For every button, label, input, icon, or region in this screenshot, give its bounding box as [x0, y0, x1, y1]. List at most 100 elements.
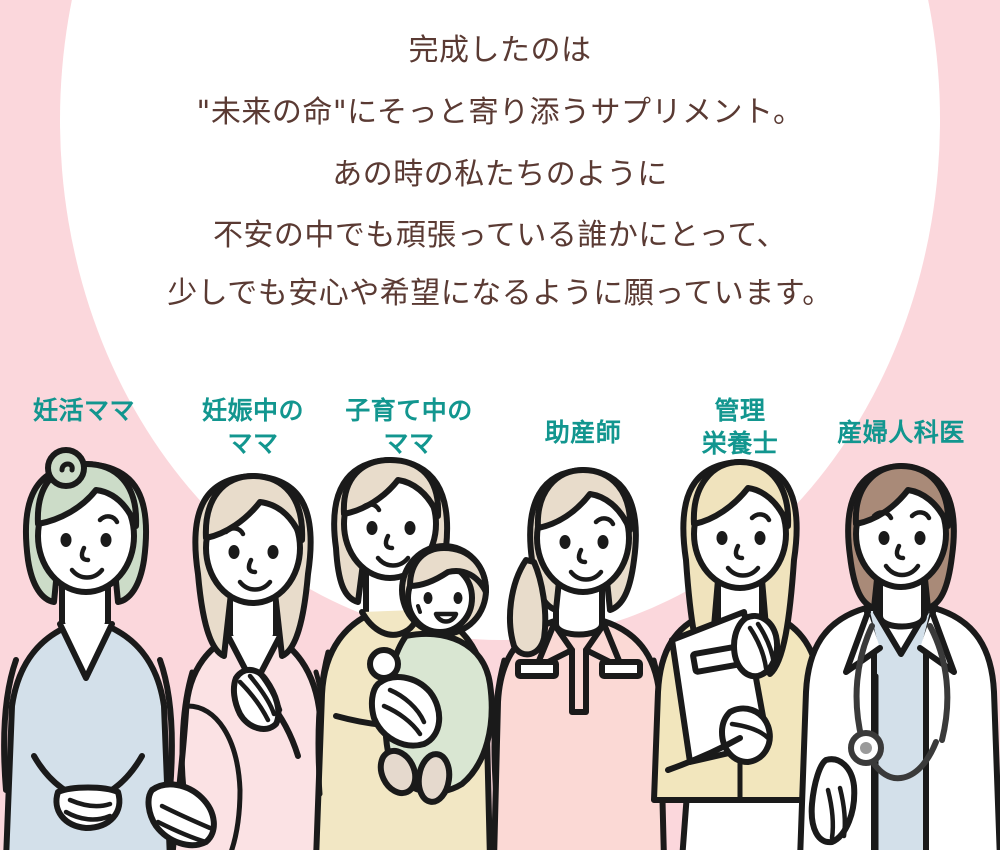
midwife-pocket-left — [515, 659, 559, 679]
midwife-brow — [593, 516, 616, 527]
katsu-mama-right-eye — [100, 533, 112, 547]
baby-foot-left — [377, 747, 419, 797]
katsu-mama-hair-bun — [45, 447, 87, 489]
midwife-ponytail — [507, 557, 549, 658]
baby — [367, 543, 495, 805]
pregnant-mama-nose — [246, 557, 258, 575]
role-labels: 妊活ママ 妊娠中の ママ 子育て中の ママ 助産師 管理 栄養士 産婦人科医 — [33, 396, 964, 458]
baby-hand-finger-1 — [387, 687, 427, 725]
pregnant-mama-left-eye — [228, 545, 240, 559]
pregnant-mama-right-eye — [267, 545, 279, 559]
pregnant-mama-fringe — [202, 473, 306, 543]
role-label-midwife-line-1: 助産師 — [545, 418, 622, 447]
role-label-childrearing-mama: 子育て中の ママ — [345, 396, 472, 458]
nutritionist-lower-hand — [719, 705, 773, 765]
obgyn-mouth — [883, 563, 921, 578]
role-label-pregnant-mama: 妊娠中の ママ — [202, 396, 304, 458]
pregnant-mama-mouth — [237, 579, 273, 592]
role-label-nutritionist-line-2: 栄養士 — [701, 429, 779, 458]
childrearing-mama-left-sleeve — [315, 649, 331, 797]
baby-fist — [367, 647, 401, 681]
childrearing-mama-right-eye — [404, 521, 416, 535]
midwife-right-eye — [597, 535, 609, 549]
nutritionist-left-eye — [716, 531, 728, 545]
katsu-mama-left-eye — [60, 533, 72, 547]
character-katsu-mama — [1, 447, 175, 850]
pregnant-mama-raised-finger-3 — [257, 671, 283, 713]
message-line-2: "未来の命"にそっと寄り添うサプリメント。 — [197, 95, 804, 130]
katsu-mama-brow — [97, 514, 120, 525]
baby-hair — [407, 545, 489, 595]
nutritionist-upper-finger-2 — [755, 621, 777, 667]
childrearing-mama-nose — [383, 533, 395, 551]
childrearing-mama-fringe — [340, 457, 442, 519]
nutritionist-lower-finger — [729, 721, 771, 741]
childrearing-mama-left-eye — [366, 521, 378, 535]
childrearing-mama-mouth — [375, 555, 411, 568]
midwife-placket — [569, 647, 589, 715]
pregnant-mama-raised-finger-1 — [237, 679, 271, 723]
pregnant-mama-raised-finger-2 — [247, 673, 277, 717]
pregnant-mama-belly — [185, 703, 243, 850]
obgyn-right-eye — [914, 531, 926, 545]
message-line-5: 少しでも安心や希望になるように願っています。 — [167, 276, 833, 311]
katsu-mama-finger-2 — [63, 809, 113, 822]
midwife-left-eye — [559, 535, 571, 549]
katsu-mama-right-sleeve — [157, 657, 175, 793]
nutritionist-upper-finger-1 — [747, 625, 769, 671]
nutritionist-mouth — [725, 565, 761, 578]
obgyn-finger-2 — [837, 785, 848, 839]
character-nutritionist — [651, 459, 827, 850]
baby-left-eye — [423, 592, 433, 604]
midwife-fringe — [534, 467, 634, 533]
nutritionist-right-eye — [754, 531, 766, 545]
katsu-mama-bun-swirl — [59, 461, 75, 473]
pregnant-mama-belly-finger-1 — [159, 803, 213, 831]
nutritionist-fringe — [690, 459, 792, 529]
role-label-katsu-mama: 妊活ママ — [33, 396, 135, 425]
obgyn-nose — [894, 543, 906, 561]
midwife-nose — [576, 547, 588, 565]
obgyn-stethoscope-left — [853, 623, 875, 743]
role-label-midwife: 助産師 — [545, 418, 622, 447]
katsu-mama-mouth — [69, 567, 105, 580]
nutritionist-nose — [733, 543, 745, 561]
nutritionist-brow — [749, 512, 772, 523]
message-line-1: 完成したのは — [409, 33, 592, 68]
katsu-mama-collar — [57, 621, 115, 681]
role-label-nutritionist-line-1: 管理 — [714, 396, 765, 425]
baby-foot-right — [415, 751, 453, 805]
childrearing-mama-brow — [359, 502, 382, 513]
obgyn-stethoscope-right — [927, 623, 951, 743]
character-pregnant-mama — [145, 473, 333, 850]
role-label-pregnant-mama-line-1: 妊娠中の — [202, 396, 304, 425]
midwife-left-sleeve — [491, 657, 507, 799]
midwife-mouth — [568, 569, 604, 582]
role-label-nutritionist: 管理 栄養士 — [701, 396, 779, 458]
obgyn-brow-left — [871, 510, 894, 521]
baby-right-eye — [453, 592, 463, 604]
baby-cheek — [416, 604, 422, 614]
katsu-mama-finger-1 — [67, 797, 113, 809]
katsu-mama-top — [3, 617, 173, 850]
message-line-3: あの時の私たちのように — [332, 157, 668, 192]
baby-mouth — [433, 611, 459, 624]
role-label-katsu-mama-line-1: 妊活ママ — [33, 396, 135, 425]
role-label-pregnant-mama-line-2: ママ — [227, 429, 278, 458]
pregnant-mama-belly-finger-2 — [155, 819, 209, 845]
midwife-pocket-right — [599, 659, 643, 679]
character-obgyn — [797, 463, 1000, 850]
obgyn-finger-1 — [825, 787, 836, 841]
katsu-mama-nose — [79, 545, 91, 563]
role-label-childrearing-mama-line-2: ママ — [383, 429, 434, 458]
baby-holding-hand — [368, 674, 443, 749]
pregnant-mama-left-sleeve — [179, 669, 195, 793]
obgyn-brow-right — [909, 510, 932, 521]
nutritionist-forearm — [665, 735, 743, 773]
message-line-4: 不安の中でも頑張っている誰かにとって、 — [213, 218, 787, 253]
baby-hand-finger-2 — [381, 703, 423, 737]
katsu-mama-left-sleeve — [1, 657, 19, 793]
